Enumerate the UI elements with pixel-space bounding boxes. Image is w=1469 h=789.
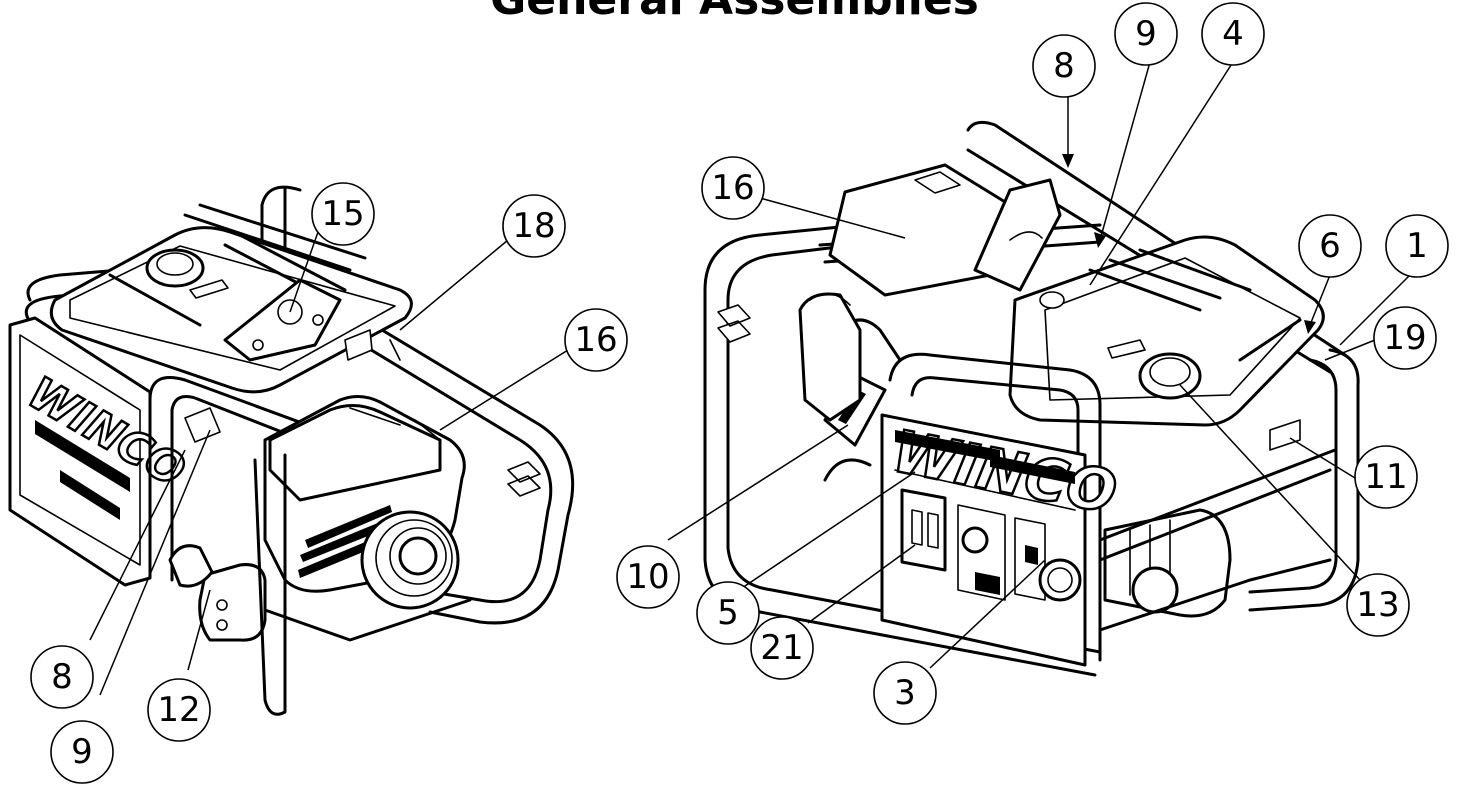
svg-text:18: 18 [512, 206, 555, 246]
callout-21: 21 [750, 616, 814, 680]
svg-text:3: 3 [894, 673, 916, 713]
callout-15: 15 [311, 182, 375, 246]
callout-9: 9 [1114, 2, 1178, 66]
callout-16: 16 [701, 156, 765, 220]
left-generator-view: WINCO [8, 185, 575, 716]
svg-text:6: 6 [1319, 226, 1341, 266]
page-title: General Assemblies [0, 0, 1469, 25]
callout-bubbles: 15 18 16 8 9 12 16 8 9 4 6 1 19 11 13 10… [30, 2, 1449, 784]
svg-text:16: 16 [711, 168, 754, 208]
callout-leaders [89, 61, 1411, 696]
callout-1: 1 [1385, 214, 1449, 278]
svg-text:5: 5 [717, 593, 739, 633]
svg-text:12: 12 [157, 690, 200, 730]
svg-text:9: 9 [1135, 14, 1157, 54]
svg-text:1: 1 [1406, 226, 1428, 266]
callout-10: 10 [616, 545, 680, 609]
right-generator-view: WINCO [703, 120, 1360, 677]
callout-11: 11 [1354, 445, 1418, 509]
callout-3: 3 [873, 661, 937, 725]
svg-text:9: 9 [71, 732, 93, 772]
callout-6: 6 [1298, 214, 1362, 278]
svg-text:10: 10 [626, 557, 669, 597]
svg-text:19: 19 [1383, 318, 1426, 358]
callout-8: 8 [1032, 34, 1096, 98]
svg-text:16: 16 [574, 320, 617, 360]
callout-5: 5 [696, 581, 760, 645]
callout-9: 9 [50, 720, 114, 784]
callout-4: 4 [1201, 2, 1265, 66]
svg-text:21: 21 [760, 628, 803, 668]
callout-12: 12 [147, 678, 211, 742]
callout-16: 16 [564, 308, 628, 372]
svg-text:8: 8 [51, 657, 73, 697]
callout-13: 13 [1346, 573, 1410, 637]
svg-text:13: 13 [1356, 585, 1399, 625]
svg-text:11: 11 [1364, 457, 1407, 497]
svg-text:4: 4 [1222, 14, 1244, 54]
svg-text:8: 8 [1053, 46, 1075, 86]
callout-18: 18 [502, 194, 566, 258]
callout-19: 19 [1373, 306, 1437, 370]
svg-text:15: 15 [321, 194, 364, 234]
callout-8: 8 [30, 645, 94, 709]
